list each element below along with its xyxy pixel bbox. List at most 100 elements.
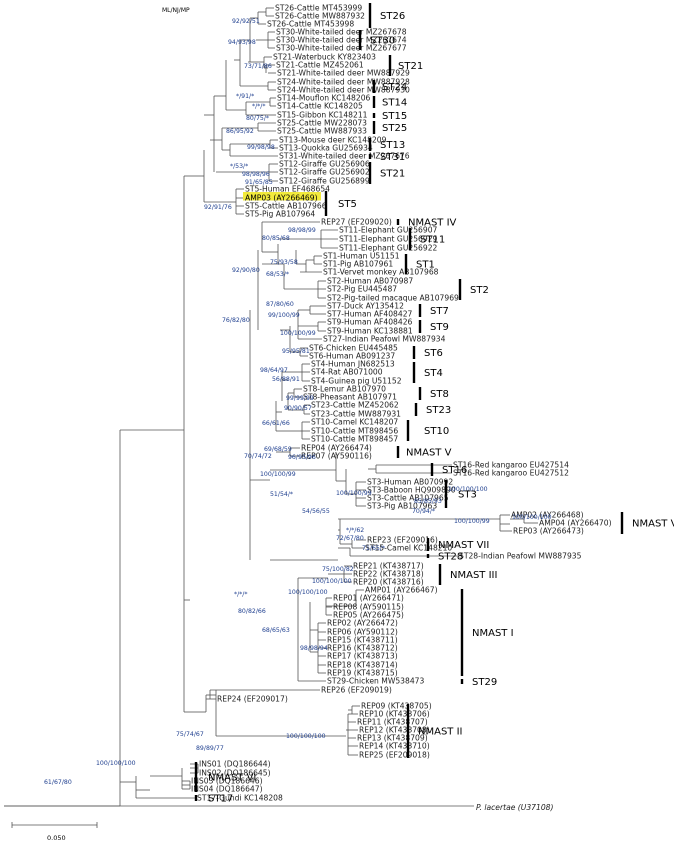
clade-name: ST24	[382, 82, 407, 93]
clade-marker: ST29	[460, 677, 497, 688]
bootstrap-value: 92/91/76	[204, 204, 232, 211]
clade-name: ST4	[424, 368, 443, 379]
taxon-label: ST2-Pig EU445487	[327, 285, 397, 294]
taxon-label: REP03 (AY266473)	[513, 527, 584, 536]
bootstrap-value: 76/82/80	[222, 317, 250, 324]
bootstrap-value: 100/100/99	[260, 471, 296, 478]
taxon-label: ST25-Cattle MW228073	[277, 119, 367, 128]
bootstrap-value: 100/100/99	[454, 518, 490, 525]
outgroup-label: P. lacertae (U37108)	[476, 803, 553, 812]
taxon-label: REP09 (KT438705)	[361, 702, 432, 711]
taxon-label: ST5-Human EF468654	[245, 185, 330, 194]
taxon-label: ST10-Camel KC148207	[311, 418, 398, 427]
taxon-label: ST12-Giraffe GU256906	[279, 160, 370, 169]
clade-name: ST31	[380, 152, 405, 163]
taxon-label: ST12-Giraffe GU256902	[279, 168, 370, 177]
bootstrap-value: 100/100/100	[96, 760, 136, 767]
clade-marker: ST15	[372, 111, 407, 122]
clade-marker: ST16	[430, 463, 467, 476]
taxon-label: ST27-Indian Peafowl MW887934	[323, 335, 446, 344]
taxon-label: ST5-Cattle AB107966	[245, 202, 327, 211]
clade-name: ST10	[424, 426, 449, 437]
taxon-label: ST24-White-tailed deer MW887928	[277, 78, 410, 87]
bootstrap-value: 68/65/63	[262, 627, 290, 634]
clade-name: NMAST V	[406, 448, 452, 459]
taxon-label: ST7-Duck AY135412	[327, 302, 404, 311]
bootstrap-value: 91/65/85	[245, 179, 273, 186]
taxon-label: INS04 (DQ186647)	[191, 785, 263, 794]
taxon-label: ST23-Cattle MZ452062	[311, 401, 399, 410]
clade-marker: ST31	[368, 152, 405, 163]
taxon-label: ST12-Giraffe GU256899	[279, 177, 370, 186]
clade-name: ST9	[430, 322, 449, 333]
taxon-label: ST3-Baboon HQ909890	[367, 486, 456, 495]
taxon-label: ST3-Human AB070992	[367, 478, 453, 487]
bootstrap-value: 99/99/99	[286, 395, 314, 402]
clade-marker: NMAST VII	[426, 538, 489, 551]
clade-name: ST7	[430, 306, 449, 317]
taxon-label: ST13-Quokka GU256934	[279, 144, 373, 153]
bootstrap-labels: 92/92/5194/93/9873/71/86*/91/**/*/*80/75…	[44, 18, 552, 786]
bootstrap-value: 75/74/67	[176, 731, 204, 738]
bootstrap-value: */*/*	[234, 591, 247, 598]
bootstrap-value: */53/*	[230, 163, 248, 170]
clade-marker: NMAST VIII	[620, 512, 674, 534]
bootstrap-value: 75/93/58	[270, 259, 298, 266]
taxon-label: REP01 (AY266471)	[333, 594, 404, 603]
bootstrap-value: 95/95/81	[282, 348, 310, 355]
taxon-label: INS01 (DQ186644)	[199, 760, 271, 769]
taxon-label: AMP01 (AY266467)	[365, 586, 438, 595]
taxon-label: ST4-Rat AB071000	[311, 368, 383, 377]
clade-marker: ST10	[406, 420, 449, 441]
clade-name: ST15	[382, 111, 407, 122]
clade-marker: ST2	[458, 279, 489, 300]
bootstrap-value: 100/100/100	[512, 514, 552, 521]
taxon-label: ST9-Human AF408426	[327, 318, 413, 327]
taxon-label: REP02 (AY266472)	[327, 619, 398, 628]
taxon-label: ST26-Cattle MW887932	[275, 12, 365, 21]
bootstrap-value: 75/100/82	[322, 566, 354, 573]
clade-marker: ST30	[358, 30, 395, 50]
bootstrap-value: 80/75/*	[246, 115, 269, 122]
taxon-label: REP23 (EF209016)	[367, 536, 438, 545]
clade-marker: ST17	[194, 794, 233, 805]
bootstrap-value: 54/56/55	[302, 508, 330, 515]
scale-bar-label: 0.050	[47, 834, 66, 842]
taxon-label: ST6-Chicken EU445485	[309, 344, 398, 353]
bootstrap-value: 61/67/80	[44, 779, 72, 786]
bootstrap-value: 98/64/97	[260, 367, 288, 374]
clade-marker: ST21	[368, 162, 405, 184]
clade-marker: ST4	[412, 362, 443, 383]
taxon-label: REP20 (KT438716)	[353, 578, 424, 587]
clade-name: ST26	[380, 11, 405, 22]
bootstrap-value: */*/*	[252, 103, 265, 110]
taxon-label: ST6-Human AB091237	[309, 352, 395, 361]
taxon-label: REP08 (AY590115)	[333, 603, 404, 612]
taxon-label: ST3-Pig AB107963	[367, 502, 437, 511]
taxon-label: ST30-White-tailed deer MZ267674	[276, 36, 407, 45]
clade-name: ST6	[424, 348, 443, 359]
clade-name: NMAST II	[418, 727, 462, 738]
clade-marker: ST23	[414, 403, 451, 416]
taxon-label: REP22 (KT438718)	[353, 570, 424, 579]
bootstrap-value: 85/85/93	[414, 498, 442, 505]
taxon-label: INS03 (DQ186646)	[191, 777, 263, 786]
clade-name: ST2	[470, 285, 489, 296]
bootstrap-value: 96/95/96	[288, 454, 316, 461]
clade-marker: NMAST V	[396, 446, 452, 459]
taxon-label: ST9-Human KC138881	[327, 327, 413, 336]
taxon-label: ST10-Cattle MT898456	[311, 427, 398, 436]
taxon-label: ST7-Human AF408427	[327, 310, 413, 319]
clade-name: NMAST VI	[208, 773, 256, 784]
taxon-label: ST8-Lemur AB107970	[303, 385, 386, 394]
bootstrap-value: 99/100/99	[268, 312, 300, 319]
bootstrap-value: 100/100/100	[312, 578, 352, 585]
taxon-label: REP27 (EF209020)	[321, 218, 392, 227]
taxon-label: ST21-Cattle MZ452061	[276, 61, 364, 70]
taxon-label: ST4-Guinea pig U51152	[311, 377, 402, 386]
taxon-label: ST1-Human U51151	[323, 252, 400, 261]
bootstrap-value: 69/68/59	[264, 446, 292, 453]
bootstrap-value: 92/92/51	[232, 18, 260, 25]
bootstrap-value: 70/94/*	[412, 508, 435, 515]
clade-marker: ST5	[324, 191, 357, 216]
